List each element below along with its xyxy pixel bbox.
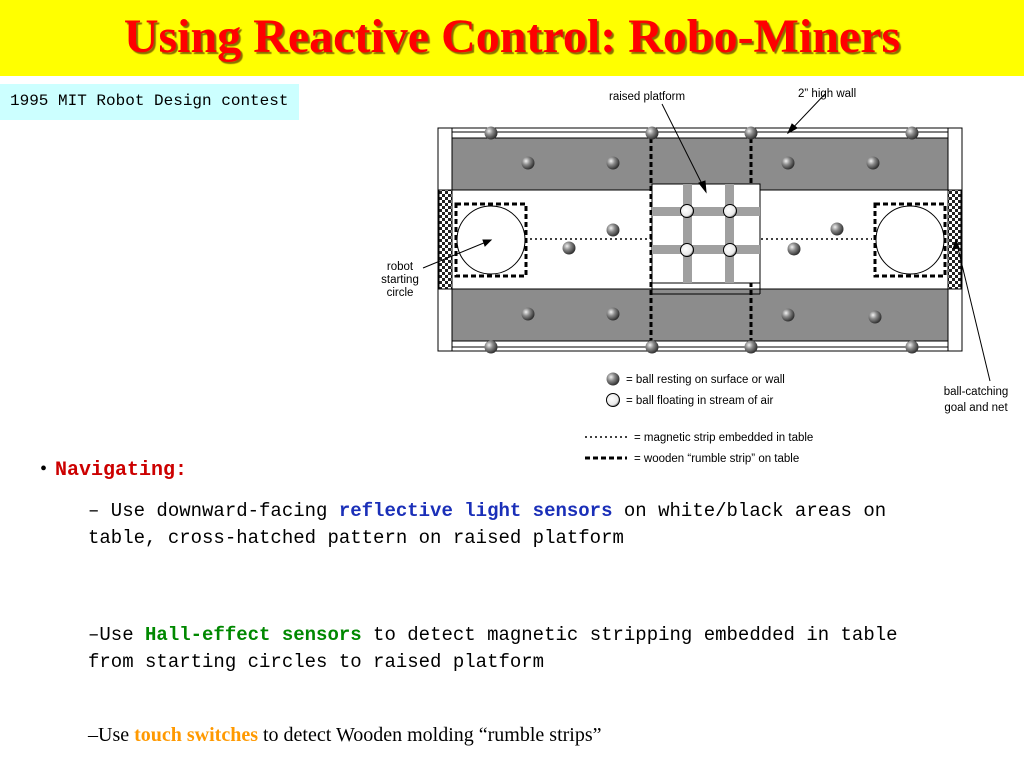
bullet-navigating: • Navigating: — [40, 458, 187, 482]
sub-bullet-touch-switches: –Use touch switches to detect Wooden mol… — [88, 722, 928, 749]
label-robot-line3: circle — [387, 287, 414, 299]
label-robot-line1: robot — [387, 261, 414, 273]
keyword-touch-switches: touch switches — [134, 724, 258, 746]
dark-area-bottom — [451, 288, 949, 342]
label-robot-line2: starting — [381, 274, 419, 286]
legend-ball-floating-icon — [606, 393, 620, 407]
starting-circle-right — [875, 205, 945, 275]
legend: = ball resting on surface or wall = ball… — [585, 372, 813, 465]
legend-ball-resting: = ball resting on surface or wall — [626, 374, 785, 386]
title-bar — [0, 0, 1024, 76]
label-high-wall: 2” high wall — [798, 88, 856, 100]
slide-title: Using Reactive Control: Robo-Miners — [123, 10, 901, 63]
label-goal-line1: ball-catching — [944, 386, 1009, 398]
rumble-strips — [454, 138, 947, 341]
goal-left — [438, 189, 453, 290]
sub-bullet-light-sensors: – Use downward-facing reflective light s… — [88, 498, 928, 552]
floating-balls — [680, 204, 737, 257]
goal-right — [947, 189, 962, 290]
legend-magnetic-strip: = magnetic strip embedded in table — [634, 432, 813, 444]
keyword-hall-effect: Hall-effect sensors — [145, 624, 362, 646]
robo-miners-table-diagram: raised platform 2” high wall robot start… — [381, 88, 1009, 465]
legend-ball-floating: = ball floating in stream of air — [626, 395, 774, 407]
resting-balls — [484, 126, 919, 354]
sub-bullet-prefix: –Use — [88, 624, 146, 646]
sub-bullet-suffix: on white/black areas on table, cross-hat… — [88, 500, 887, 549]
legend-ball-resting-icon — [606, 372, 620, 386]
label-raised-platform: raised platform — [609, 91, 685, 103]
label-goal-line2: goal and net — [944, 402, 1008, 414]
keyword-light-sensors: reflective light sensors — [338, 500, 613, 522]
sub-bullet-prefix: – Use downward-facing — [88, 500, 339, 522]
slide-subtitle: 1995 MIT Robot Design contest — [10, 92, 289, 110]
sub-bullet-suffix: to detect Wooden molding “rumble strips” — [258, 724, 602, 746]
dark-area-top — [451, 137, 949, 191]
legend-rumble-strip: = wooden “rumble strip” on table — [634, 453, 799, 465]
sub-bullet-prefix: –Use — [88, 724, 135, 746]
sub-bullet-suffix: to detect magnetic stripping embedded in… — [88, 624, 898, 673]
bullet-heading: Navigating: — [55, 459, 188, 482]
subtitle-box — [0, 84, 299, 120]
raised-platform — [651, 183, 761, 295]
bullet-marker: • — [40, 458, 48, 480]
sub-bullet-hall-effect: –Use Hall-effect sensors to detect magne… — [88, 622, 928, 676]
